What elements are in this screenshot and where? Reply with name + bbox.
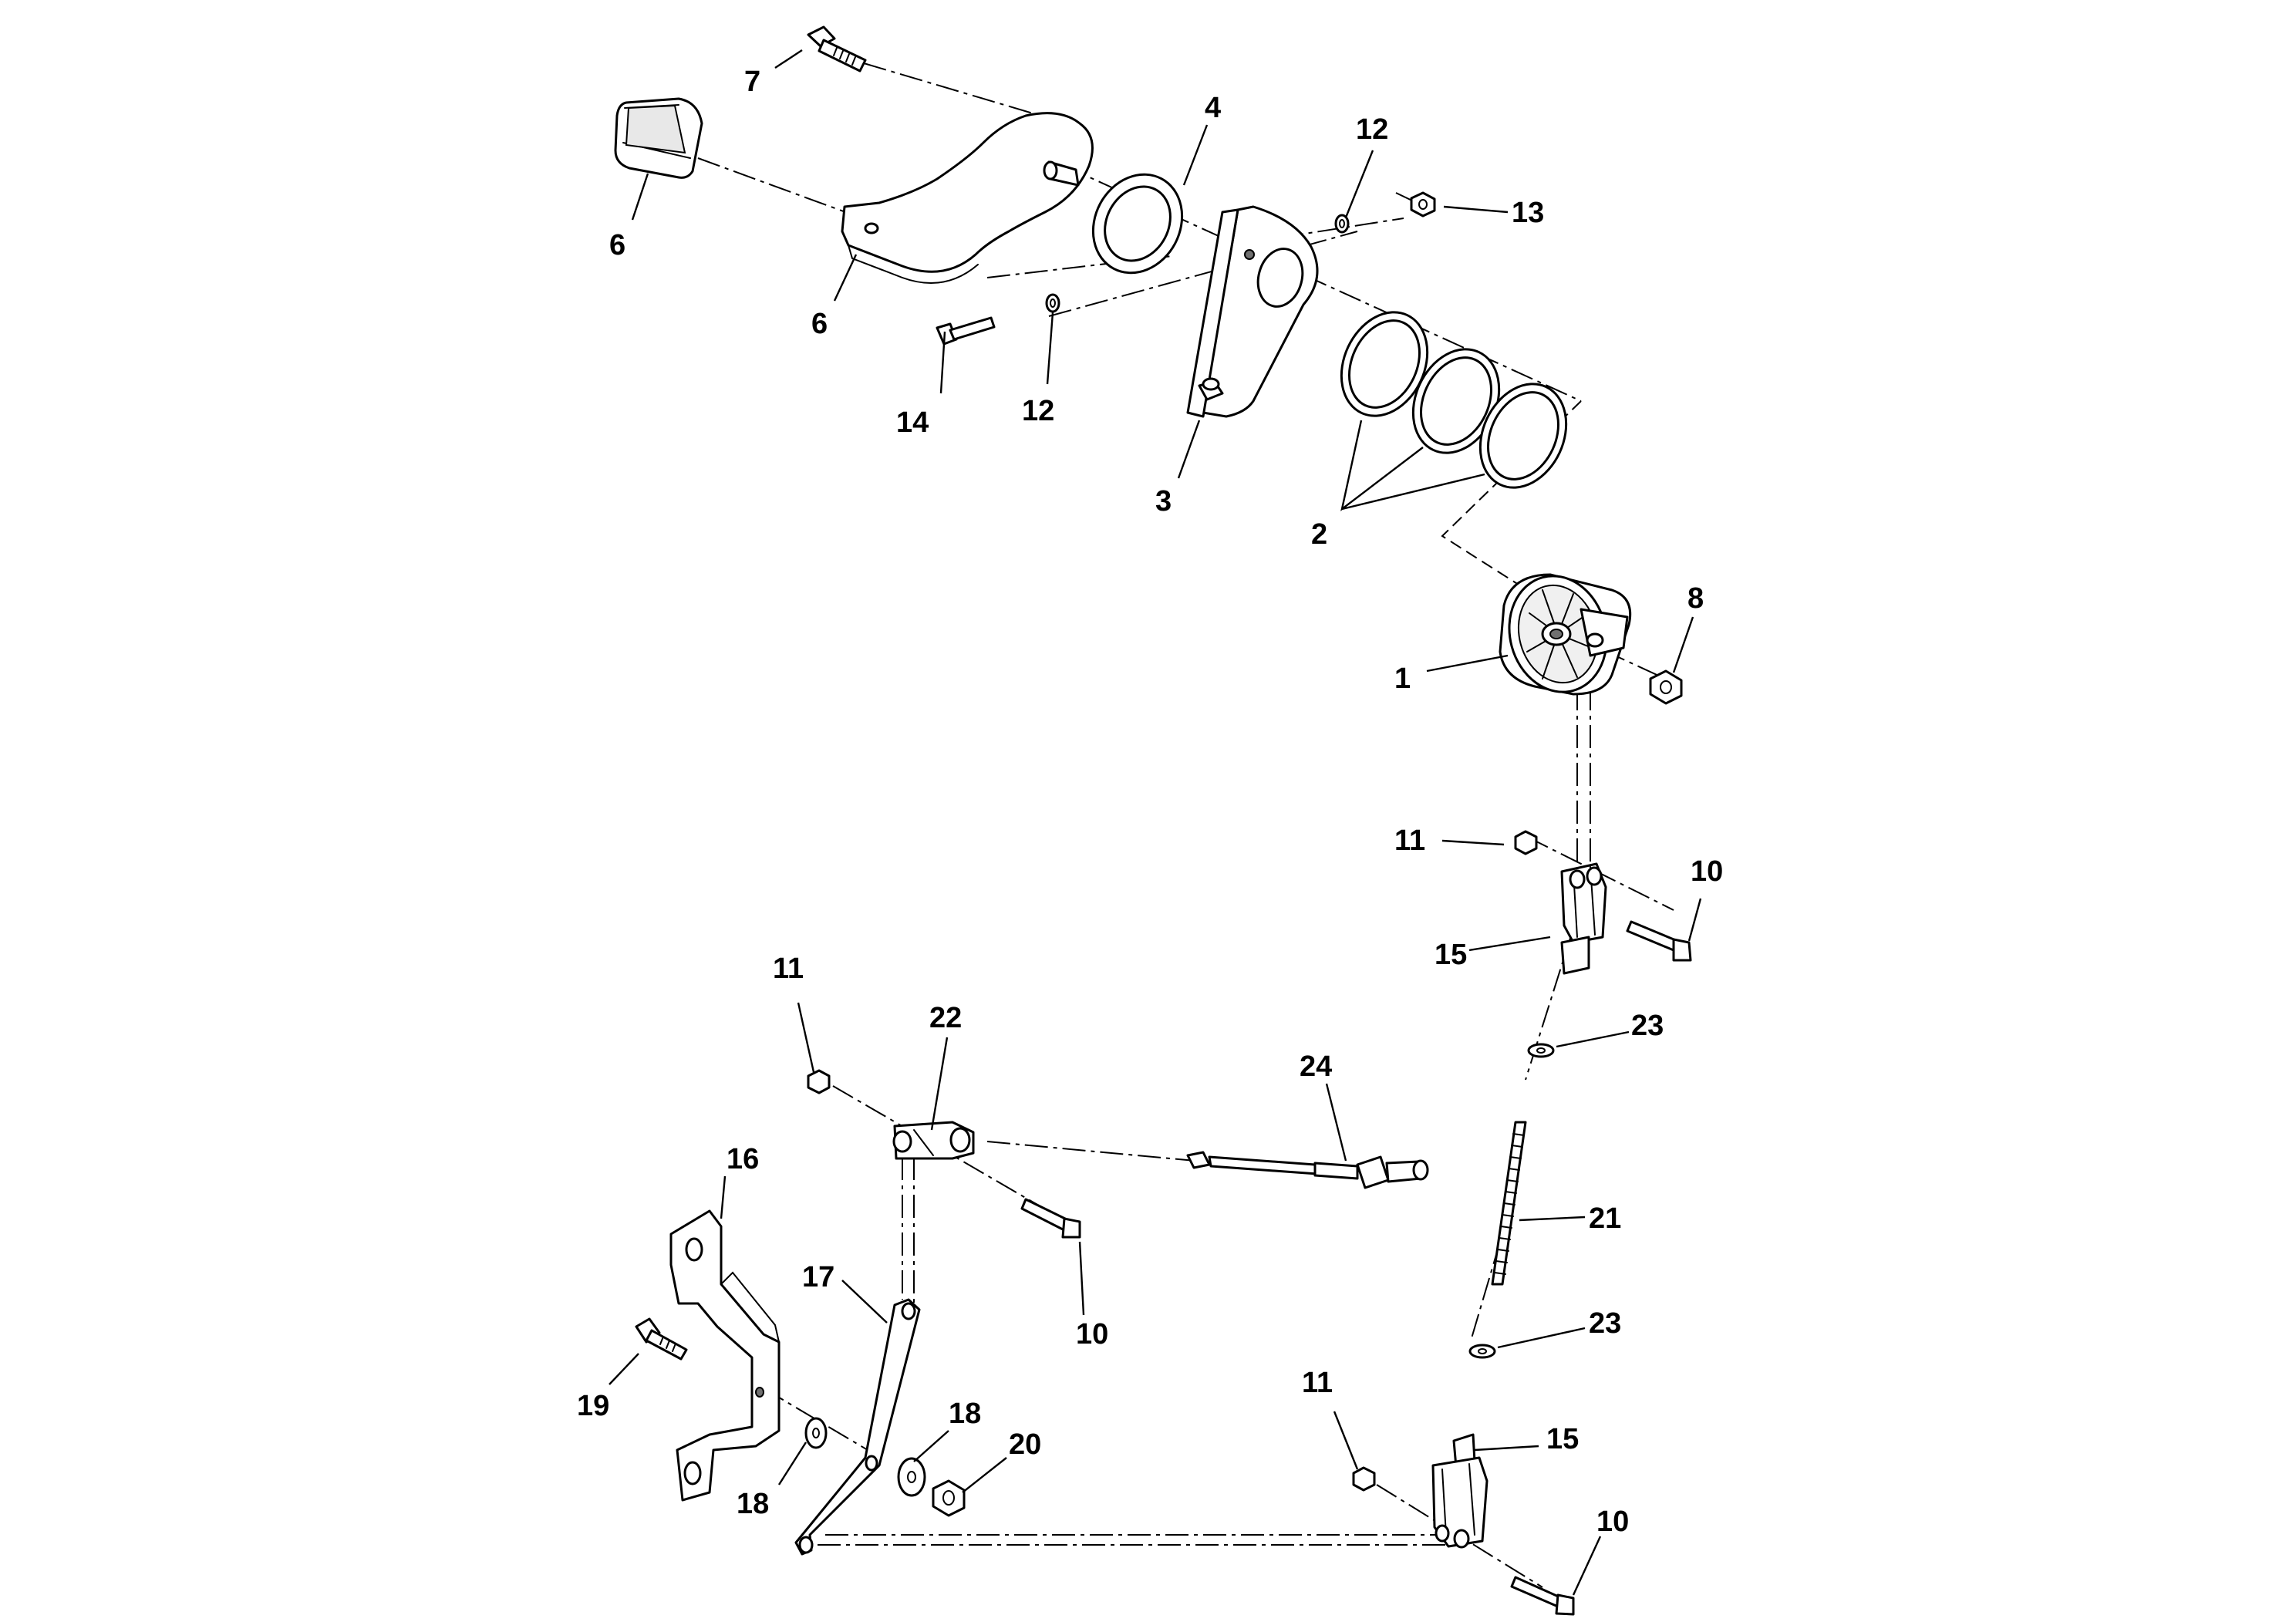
callout-16: 16	[727, 1143, 759, 1175]
callout-10-lower-left: 10	[1076, 1318, 1108, 1351]
clevis-15-lower	[1431, 1433, 1489, 1549]
callout-10-upper: 10	[1691, 855, 1723, 888]
cam-pulley-1	[1499, 573, 1632, 696]
callout-2: 2	[1311, 518, 1327, 551]
washer-12-lower	[1045, 293, 1060, 313]
callout-17: 17	[802, 1261, 834, 1293]
callout-8: 8	[1687, 582, 1704, 615]
spring-washers-2	[1340, 311, 1568, 489]
leader-lines	[609, 49, 1702, 1596]
cable-clevis-22	[892, 1121, 975, 1160]
callout-11-lower-left: 11	[773, 953, 804, 985]
nut-11-upper	[1514, 830, 1538, 855]
callout-11-upper: 11	[1394, 824, 1425, 857]
screw-14	[936, 316, 996, 346]
callout-22: 22	[929, 1002, 962, 1034]
callout-15-lower: 15	[1546, 1423, 1579, 1455]
callout-23-upper: 23	[1631, 1010, 1664, 1042]
nut-20	[932, 1479, 966, 1517]
lever-part	[841, 112, 1094, 285]
knob-part	[614, 97, 703, 179]
pin-10-lower-right	[1510, 1576, 1575, 1616]
nut-11-lower-right	[1352, 1466, 1376, 1492]
washer-23-lower	[1468, 1344, 1496, 1359]
callout-11-lower-right: 11	[1302, 1367, 1333, 1399]
callout-4: 4	[1205, 92, 1221, 124]
callout-21: 21	[1589, 1202, 1621, 1235]
bracket-plate-3	[1186, 205, 1319, 418]
callout-numbers: 7 6 6 4 12 13 14 12 3 2 1 8 11 10 15 23 …	[577, 66, 1723, 1538]
link-lever-17	[794, 1298, 921, 1556]
callout-23-lower: 23	[1589, 1307, 1621, 1340]
callout-3: 3	[1155, 485, 1172, 518]
bolt-19	[635, 1317, 688, 1361]
washer-18-left	[804, 1417, 828, 1449]
callout-10-lower-right: 10	[1596, 1506, 1629, 1538]
callout-7: 7	[744, 66, 760, 98]
callout-18-left: 18	[737, 1488, 769, 1520]
callout-12-lower: 12	[1022, 395, 1054, 427]
nut-13	[1410, 191, 1436, 218]
callout-15-upper: 15	[1435, 939, 1467, 971]
clevis-15-upper	[1560, 862, 1607, 975]
callout-20: 20	[1009, 1428, 1041, 1461]
washer-23-upper	[1527, 1043, 1555, 1058]
nut-11-lower-left	[807, 1069, 831, 1094]
callout-24: 24	[1300, 1050, 1332, 1083]
callout-14: 14	[896, 406, 929, 439]
nut-8	[1649, 669, 1683, 705]
bracket-16	[669, 1209, 781, 1502]
washer-12-upper	[1334, 214, 1350, 234]
washer-ring-4	[1091, 173, 1184, 275]
callout-1: 1	[1394, 663, 1411, 695]
pin-10-lower-left	[1020, 1198, 1081, 1239]
threaded-rod-21	[1491, 1121, 1527, 1286]
callout-12-upper: 12	[1356, 113, 1388, 146]
pin-10-upper	[1626, 920, 1692, 962]
bolt-part-7	[807, 25, 867, 73]
callout-6-lever: 6	[811, 308, 828, 340]
control-cable-24	[1186, 1151, 1429, 1189]
callout-18-right: 18	[949, 1398, 981, 1430]
washer-18-right	[897, 1457, 926, 1497]
assembly-axis-lines	[697, 62, 1674, 1588]
callout-13: 13	[1512, 197, 1544, 229]
callout-6-knob: 6	[609, 229, 625, 261]
callout-19: 19	[577, 1390, 609, 1422]
